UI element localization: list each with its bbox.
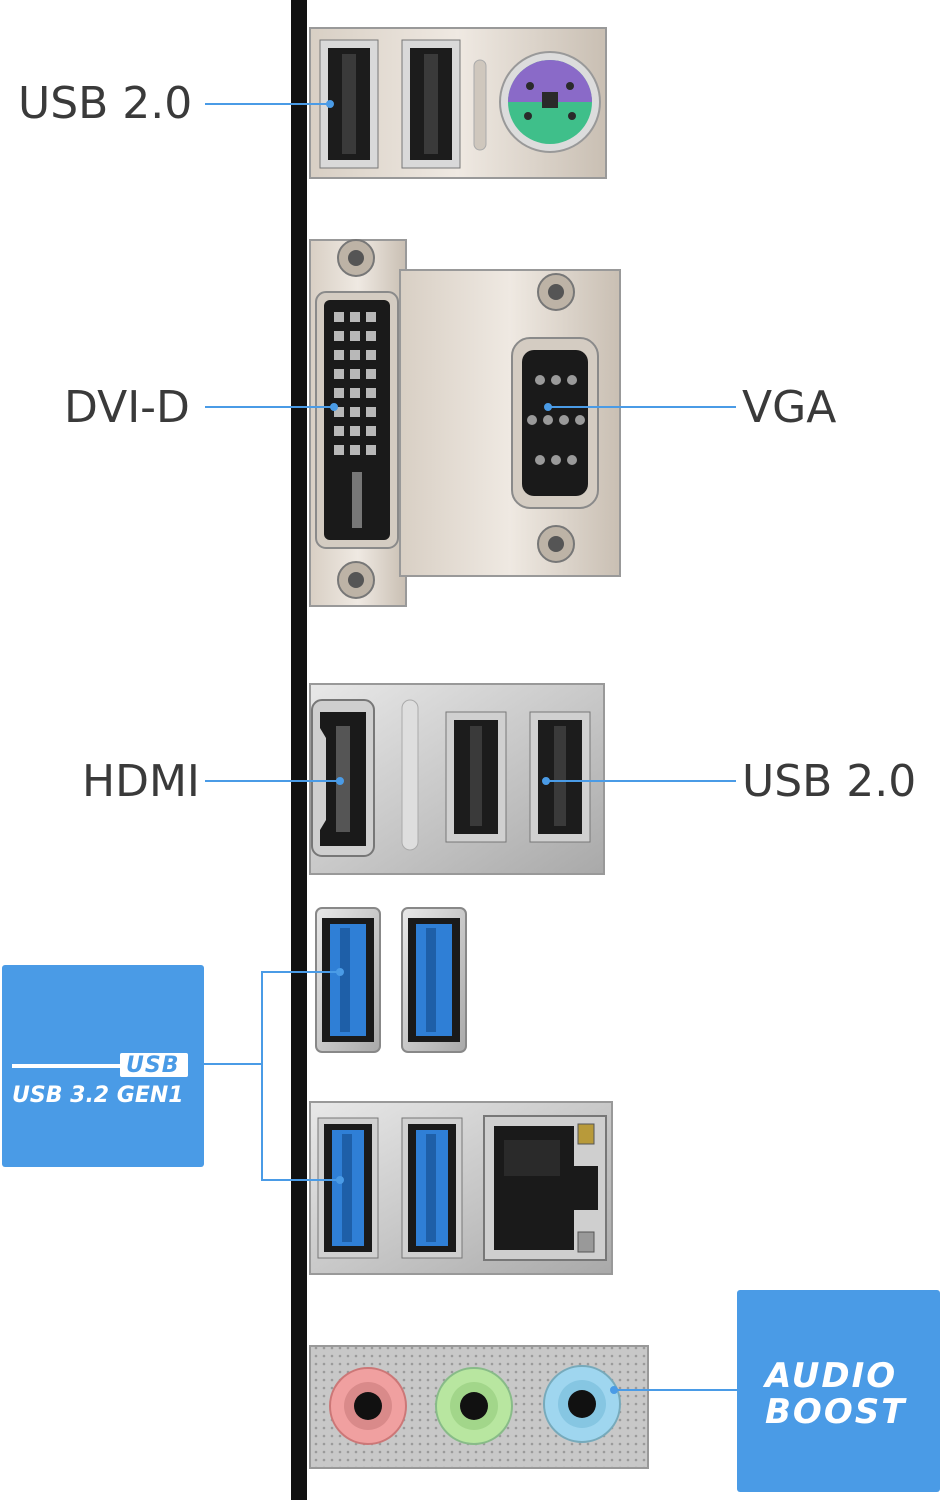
dvi-pin bbox=[350, 388, 360, 398]
usb32-port-4 bbox=[401, 1117, 463, 1259]
usb32-gen1-text: USB 3.2 GEN1 bbox=[12, 1083, 184, 1108]
dvi-pin bbox=[350, 331, 360, 341]
dvi-screw-top bbox=[337, 239, 375, 277]
label-dvi-d: DVI-D bbox=[64, 382, 190, 433]
usb2-port-1 bbox=[319, 39, 379, 169]
dvi-pin bbox=[350, 350, 360, 360]
vga-port bbox=[511, 337, 599, 509]
vga-screw-bottom bbox=[537, 525, 575, 563]
dvi-pin bbox=[350, 312, 360, 322]
usb32-port-1 bbox=[322, 918, 374, 1042]
audio-boost-badge: AUDIO BOOST bbox=[737, 1290, 940, 1492]
usb2-ps2-block bbox=[309, 27, 607, 179]
ps2-port bbox=[499, 51, 601, 153]
label-usb2-mid: USB 2.0 bbox=[742, 756, 917, 807]
usb32-port-3 bbox=[317, 1117, 379, 1259]
dvi-pin bbox=[350, 407, 360, 417]
vga-pin bbox=[535, 455, 545, 465]
audio-block bbox=[309, 1345, 649, 1469]
lan-led-top bbox=[577, 1123, 595, 1145]
callout-lines bbox=[204, 100, 738, 1394]
dvi-pin bbox=[350, 426, 360, 436]
vga-pin bbox=[567, 375, 577, 385]
usb32-port-2 bbox=[408, 918, 460, 1042]
usb2-port-2 bbox=[401, 39, 461, 169]
usb-logo-bar bbox=[12, 1064, 122, 1068]
vga-pin bbox=[567, 455, 577, 465]
hdmi-usb2-block bbox=[309, 683, 605, 875]
dvi-pin bbox=[350, 445, 360, 455]
panel-edge bbox=[291, 0, 307, 1500]
usb2-port-4 bbox=[529, 711, 591, 843]
audio-boost-line1: AUDIO bbox=[765, 1356, 898, 1396]
hdmi-port bbox=[311, 699, 375, 857]
dvi-pin bbox=[366, 388, 376, 398]
dvi-pin bbox=[334, 350, 344, 360]
rj45-port bbox=[483, 1115, 607, 1261]
vga-pin bbox=[543, 415, 553, 425]
usb-logo-text: USB bbox=[126, 1053, 180, 1078]
dvi-pin bbox=[366, 445, 376, 455]
dvi-pin bbox=[350, 369, 360, 379]
callout-usb32-bracket bbox=[261, 971, 340, 1181]
dvi-pin bbox=[334, 445, 344, 455]
usb2-port-3 bbox=[445, 711, 507, 843]
audio-jack-pink bbox=[329, 1367, 407, 1445]
lan-led-bottom bbox=[577, 1231, 595, 1253]
usb-logo-box: USB bbox=[120, 1053, 188, 1078]
vga-pin bbox=[551, 455, 561, 465]
usb32-gen1-badge: USB USB 3.2 GEN1 bbox=[2, 965, 204, 1167]
dvi-pin bbox=[366, 312, 376, 322]
vga-pin bbox=[535, 375, 545, 385]
audio-boost-line2: BOOST bbox=[765, 1392, 907, 1432]
dvi-pin bbox=[334, 369, 344, 379]
dvi-pin bbox=[366, 350, 376, 360]
label-hdmi: HDMI bbox=[82, 756, 200, 807]
dvi-pin bbox=[334, 331, 344, 341]
vga-pin bbox=[559, 415, 569, 425]
audio-jack-green bbox=[435, 1367, 513, 1445]
dvi-screw-bottom bbox=[337, 561, 375, 599]
vga-pin bbox=[575, 415, 585, 425]
vga-screw-top bbox=[537, 273, 575, 311]
dvi-pin bbox=[366, 407, 376, 417]
dvi-port bbox=[315, 291, 399, 549]
dvi-pin bbox=[334, 388, 344, 398]
dvi-pin bbox=[366, 369, 376, 379]
usb32-upper-block bbox=[315, 907, 467, 1053]
vga-pin bbox=[527, 415, 537, 425]
dvi-pin bbox=[334, 312, 344, 322]
vga-pin bbox=[551, 375, 561, 385]
dvi-pin bbox=[366, 331, 376, 341]
dvi-vga-block bbox=[309, 239, 621, 607]
label-vga: VGA bbox=[742, 382, 837, 433]
dvi-pin bbox=[334, 407, 344, 417]
audio-jack-blue bbox=[543, 1365, 621, 1443]
dvi-pin bbox=[366, 426, 376, 436]
label-usb2-top: USB 2.0 bbox=[18, 78, 193, 129]
dvi-pin bbox=[334, 426, 344, 436]
usb32-lan-block bbox=[309, 1101, 613, 1275]
